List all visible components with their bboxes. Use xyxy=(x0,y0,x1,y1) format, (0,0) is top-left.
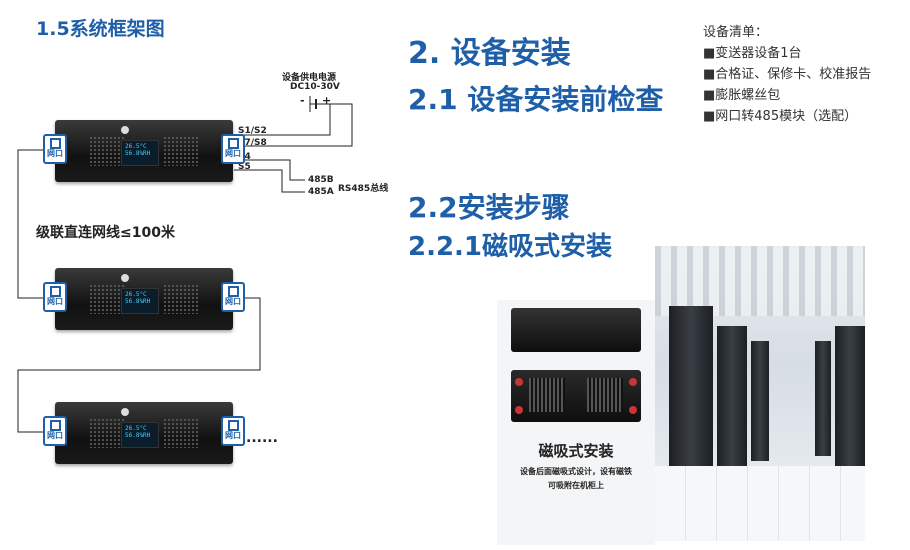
temperature-readout: 26.5°C xyxy=(125,425,147,432)
terminal-s7s8: S7/S8 xyxy=(238,138,267,148)
checklist-item: ■变送器设备1台 xyxy=(703,46,802,61)
section-title-1-5: 1.5系统框架图 xyxy=(36,18,165,40)
checklist: 设备清单： ■变送器设备1台 ■合格证、保修卡、校准报告 ■膨胀螺丝包 ■网口转… xyxy=(703,22,871,127)
polarity-minus: - xyxy=(300,94,305,107)
ethernet-icon xyxy=(227,420,239,431)
bus-485b: 485B xyxy=(308,175,334,185)
ethernet-port-right: 网口 xyxy=(221,416,245,446)
terminal-s5: S5 xyxy=(238,162,251,172)
ethernet-icon xyxy=(49,138,61,149)
terminal-s1s2: S1/S2 xyxy=(238,126,267,136)
mag-desc-2: 可吸附在机柜上 xyxy=(548,481,604,490)
vent-grille xyxy=(89,284,125,314)
heading-2-1: 2.1 设备安装前检查 xyxy=(408,83,664,116)
ethernet-icon xyxy=(227,138,239,149)
polarity-plus: + xyxy=(322,94,332,107)
cascade-label: 级联直连网线≤100米 xyxy=(36,225,175,241)
heading-2-2-1: 2.2.1磁吸式安装 xyxy=(408,232,613,262)
ethernet-port-right: 网口 xyxy=(221,134,245,164)
ethernet-icon xyxy=(49,420,61,431)
checklist-title: 设备清单： xyxy=(703,25,769,40)
device-display: 26.5°C 56.8%RH xyxy=(121,288,159,314)
temperature-readout: 26.5°C xyxy=(125,143,147,150)
checklist-item: ■膨胀螺丝包 xyxy=(703,88,781,103)
brand-logo-icon xyxy=(121,408,129,416)
heading-2-2: 2.2安装步骤 xyxy=(408,191,570,224)
voltage-label: DC10-30V xyxy=(290,82,340,92)
datacenter-photo xyxy=(655,246,865,541)
checklist-item: ■网口转485模块（选配） xyxy=(703,109,858,124)
vent-grille xyxy=(89,136,125,166)
bus-485a: 485A xyxy=(308,187,334,197)
vent-grille xyxy=(163,418,199,448)
temperature-readout: 26.5°C xyxy=(125,291,147,298)
humidity-readout: 56.8%RH xyxy=(125,298,151,305)
heading-2: 2. 设备安装 xyxy=(408,36,571,71)
humidity-readout: 56.8%RH xyxy=(125,150,151,157)
ethernet-port-left: 网口 xyxy=(43,416,67,446)
power-label: 设备供电电源 xyxy=(282,73,337,83)
device-back-image xyxy=(511,370,641,422)
ethernet-port-right: 网口 xyxy=(221,282,245,312)
transmitter-device-2: 26.5°C 56.8%RH 网口 网口 xyxy=(43,268,245,330)
vent-grille xyxy=(163,136,199,166)
device-display: 26.5°C 56.8%RH xyxy=(121,140,159,166)
mag-desc-1: 设备后面磁吸式设计，设有磁铁 xyxy=(520,467,632,476)
brand-logo-icon xyxy=(121,126,129,134)
ethernet-port-left: 网口 xyxy=(43,282,67,312)
checklist-item: ■合格证、保修卡、校准报告 xyxy=(703,67,872,82)
magnetic-mount-photo: 磁吸式安装 设备后面磁吸式设计，设有磁铁 可吸附在机柜上 xyxy=(497,300,655,545)
brand-logo-icon xyxy=(121,274,129,282)
vent-grille xyxy=(163,284,199,314)
ethernet-icon xyxy=(49,286,61,297)
ethernet-port-left: 网口 xyxy=(43,134,67,164)
rs485-bus-label: RS485总线 xyxy=(338,184,389,194)
humidity-readout: 56.8%RH xyxy=(125,432,151,439)
transmitter-device-1: 26.5°C 56.8%RH 网口 网口 xyxy=(43,120,245,182)
transmitter-device-3: 26.5°C 56.8%RH 网口 网口 xyxy=(43,402,245,464)
mag-title: 磁吸式安装 xyxy=(538,442,614,460)
vent-grille xyxy=(89,418,125,448)
ethernet-icon xyxy=(227,286,239,297)
device-front-image xyxy=(511,308,641,352)
device-display: 26.5°C 56.8%RH xyxy=(121,422,159,448)
more-devices-ellipsis: ...... xyxy=(246,430,278,446)
